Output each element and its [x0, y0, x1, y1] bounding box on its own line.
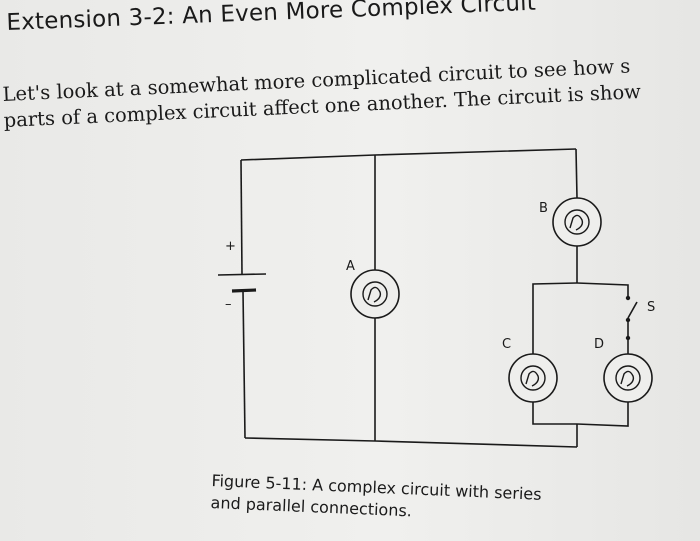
branch-c-bottom: [532, 402, 577, 425]
switch-contact-top: [625, 295, 631, 301]
left-wire-upper: [240, 159, 243, 276]
battery-minus-label: –: [225, 297, 232, 312]
battery-icon: [217, 273, 267, 293]
top-wire: [240, 148, 577, 161]
circuit-wires: [240, 148, 638, 448]
bulb-a-label: A: [346, 259, 355, 274]
bulb-b-label: B: [539, 201, 548, 216]
branch-b-top: [575, 148, 578, 199]
battery-short-plate: [231, 288, 257, 293]
bulb-b-icon: [552, 197, 602, 247]
switch-s-blade: [627, 301, 638, 319]
bulb-d-icon: [603, 353, 653, 403]
battery-plus-label: +: [225, 239, 236, 254]
battery-long-plate: [217, 273, 267, 276]
left-wire-lower: [242, 290, 246, 439]
branch-c-top: [532, 282, 578, 355]
branch-d-bottom: [576, 402, 629, 427]
bulb-c-icon: [508, 353, 558, 403]
bottom-wire: [244, 437, 578, 448]
branch-d-top: [576, 282, 629, 298]
bulb-d-label: D: [594, 337, 604, 352]
switch-contact-bottom: [625, 317, 631, 323]
bulb-a-icon: [350, 269, 400, 319]
bulb-c-label: C: [502, 337, 511, 352]
switch-s-label: S: [647, 300, 655, 315]
